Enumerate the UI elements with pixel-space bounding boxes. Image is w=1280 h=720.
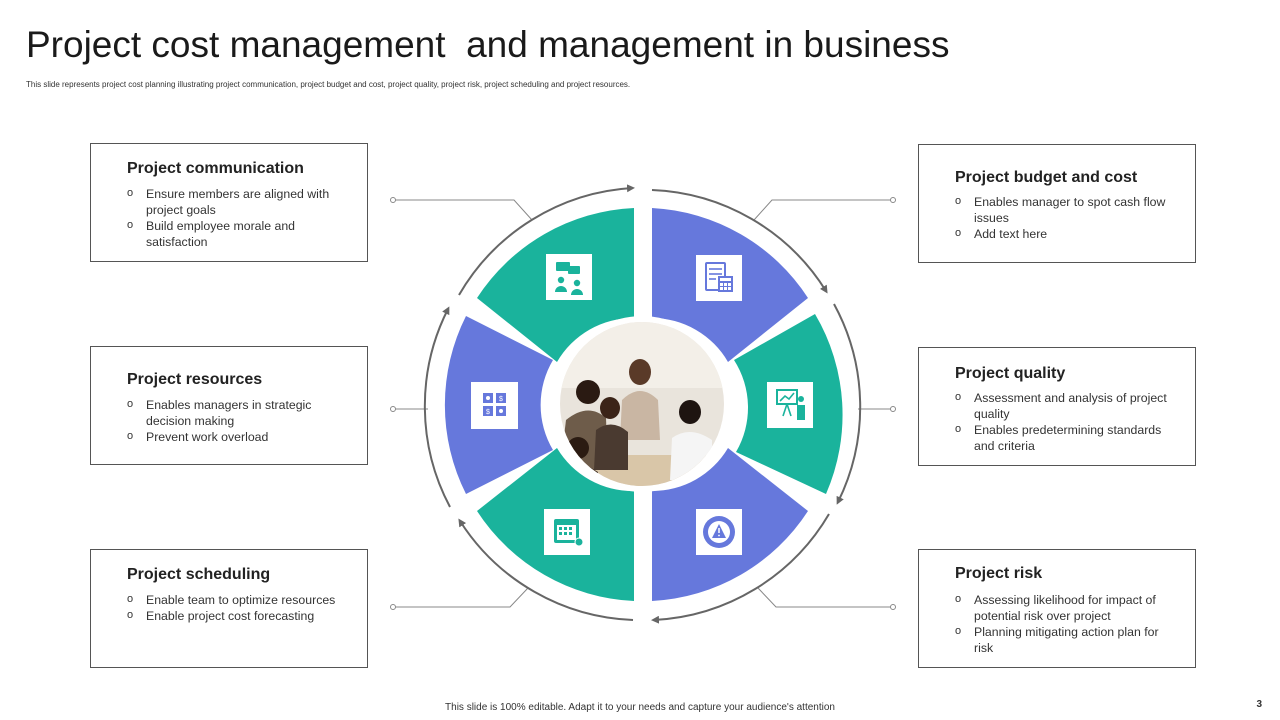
bullet-item: Enables managers in strategic decision m…	[127, 396, 342, 429]
bullet-item: Enables predetermining standards and cri…	[955, 421, 1170, 454]
footer-note: This slide is 100% editable. Adapt it to…	[445, 702, 835, 713]
bullet-item: Build employee morale and satisfaction	[127, 217, 342, 250]
bullet-list: Enables managers in strategic decision m…	[127, 396, 342, 445]
ring-arrow-right-bottom	[833, 303, 862, 505]
card-title: Project communication	[127, 160, 304, 177]
svg-text:$: $	[486, 409, 490, 416]
presentation-chart-icon	[767, 382, 813, 428]
svg-text:$: $	[499, 396, 503, 403]
card-title: Project risk	[955, 565, 1043, 582]
icon-tiles: $ $	[471, 254, 813, 555]
ring-arrow-top	[458, 184, 635, 296]
card-title: Project quality	[955, 365, 1066, 382]
bullet-item: Ensure members are aligned with project …	[127, 185, 342, 218]
bullet-list: Assessing likelihood for impact of poten…	[955, 591, 1170, 656]
pie-segments	[444, 208, 843, 601]
page-number: 3	[1256, 699, 1262, 710]
outer-ring	[423, 184, 862, 624]
bullet-list: Enables manager to spot cash flow issues…	[955, 193, 1170, 242]
bullet-list: Assessment and analysis of project quali…	[955, 389, 1170, 454]
ring-arrow-left-bottom	[458, 518, 634, 621]
connector-lines	[390, 197, 896, 610]
team-photo	[554, 316, 730, 492]
bullet-item: Enables manager to spot cash flow issues	[955, 193, 1170, 226]
bullet-item: Add text here	[955, 225, 1170, 242]
bullet-item: Assessing likelihood for impact of poten…	[955, 591, 1170, 624]
ring-arrow-left-top	[423, 306, 451, 508]
card-project-risk: Project risk Assessing likelihood for im…	[918, 549, 1196, 668]
card-project-communication: Project communication Ensure members are…	[90, 143, 368, 262]
resources-icon: $ $	[471, 382, 518, 429]
connector-budget	[753, 199, 893, 221]
card-title: Project resources	[127, 371, 263, 388]
bullet-item: Enable team to optimize resources	[127, 591, 342, 608]
bullet-item: Assessment and analysis of project quali…	[955, 389, 1170, 422]
calendar-icon	[544, 509, 590, 555]
bullet-list: Enable team to optimize resources Enable…	[127, 591, 342, 624]
card-project-quality: Project quality Assessment and analysis …	[918, 347, 1196, 466]
bullet-item: Prevent work overload	[127, 428, 342, 445]
bullet-item: Planning mitigating action plan for risk	[955, 623, 1170, 656]
connector-communication	[393, 199, 533, 221]
ring-arrow-right-top	[651, 189, 828, 294]
connector-scheduling	[393, 587, 529, 608]
card-title: Project scheduling	[127, 566, 271, 583]
card-title: Project budget and cost	[955, 169, 1138, 186]
slide-title: Project cost management and management i…	[26, 24, 950, 65]
ring-arrow-bottom	[651, 513, 830, 624]
risk-gauge-icon	[696, 509, 742, 555]
card-project-scheduling: Project scheduling Enable team to optimi…	[90, 549, 368, 668]
budget-calculator-icon	[696, 255, 742, 301]
slide-subtitle: This slide represents project cost plann…	[26, 80, 631, 89]
bullet-list: Ensure members are aligned with project …	[127, 185, 342, 250]
bullet-item: Enable project cost forecasting	[127, 607, 342, 624]
card-project-budget-and-cost: Project budget and cost Enables manager …	[918, 144, 1196, 263]
card-project-resources: Project resources Enables managers in st…	[90, 346, 368, 465]
team-chat-icon	[546, 254, 592, 300]
connector-risk	[757, 587, 893, 608]
